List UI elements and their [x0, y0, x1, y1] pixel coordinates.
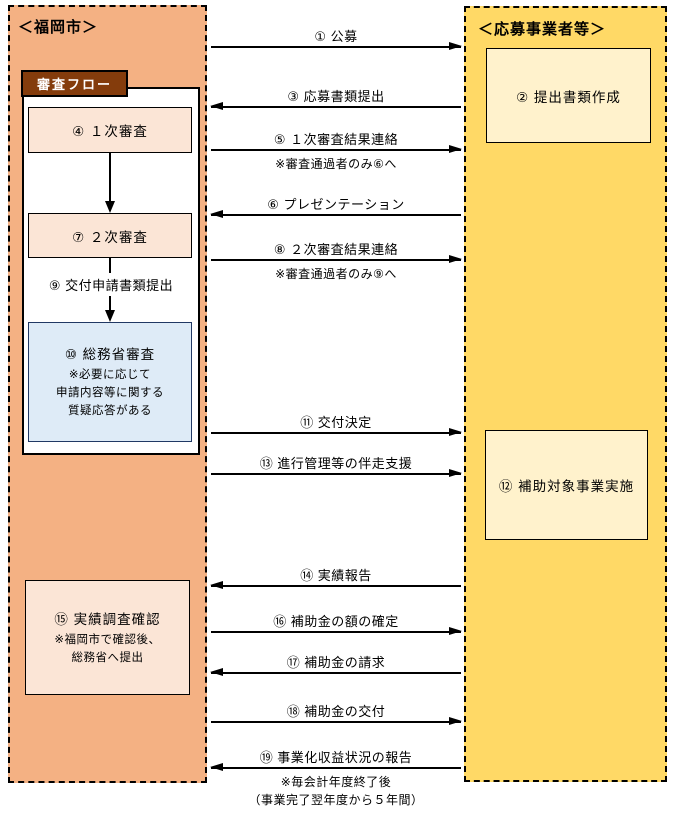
arrow-08-second-review-result: ⑧ ２次審査結果連絡 ※審査通過者のみ⑨へ [211, 239, 462, 282]
box-second-review: ⑦ ２次審査 [28, 213, 192, 258]
fukuoka-city-header: ＜福岡市＞ [18, 19, 99, 36]
arrow-down-head [105, 310, 115, 322]
arrow-note: （事業完了翌年度から５年間） [248, 793, 424, 807]
note-line: 質疑応答がある [68, 404, 152, 417]
arrow-left-head [210, 581, 223, 590]
note-line: ※福岡市で確認後、 [54, 633, 161, 646]
arrow-left-head [210, 210, 223, 219]
arrow-line [211, 145, 462, 154]
arrow-06-presentation: ⑥ プレゼンテーション [210, 194, 461, 219]
arrow-label: ③ 応募書類提出 [287, 89, 385, 104]
box-ministry-review-label: ⑩ 総務省審査 [64, 347, 156, 363]
arrow-note: ※毎会計年度終了後 [280, 775, 392, 789]
arrow-left-head [210, 668, 223, 677]
arrow-label: ⑪ 交付決定 [300, 415, 372, 430]
arrow-note: ※審査通過者のみ⑥へ [275, 157, 397, 171]
arrow-11-grant-decision: ⑪ 交付決定 [211, 412, 462, 437]
arrow-17-subsidy-claim: ⑰ 補助金の請求 [210, 652, 461, 677]
arrow-line [211, 428, 462, 437]
arrow-label: ⑥ プレゼンテーション [267, 197, 405, 212]
arrow-label: ⑯ 補助金の額の確定 [273, 614, 399, 629]
arrow-right-head [449, 627, 462, 636]
arrow-left-head [210, 763, 223, 772]
box-result-check-label: ⑮ 実績調査確認 [54, 611, 161, 627]
box-result-check: ⑮ 実績調査確認 ※福岡市で確認後、 総務省へ提出 [25, 580, 190, 695]
arrow-label: ⑭ 実績報告 [300, 568, 372, 583]
note-line: 総務省へ提出 [71, 651, 144, 664]
arrow-03-submit-docs: ③ 応募書類提出 [210, 86, 461, 111]
arrow-13-progress-support: ⑬ 進行管理等の伴走支援 [211, 453, 462, 478]
arrow-note: ※審査通過者のみ⑨へ [275, 267, 397, 281]
arrow-first-to-second-review [105, 153, 115, 213]
arrow-01-public-offering: ① 公募 [211, 26, 462, 51]
arrow-right-head [449, 428, 462, 437]
box-project-exec: ⑫ 補助対象事業実施 [485, 430, 648, 540]
arrow-line [211, 255, 462, 264]
arrow-label: ⑬ 進行管理等の伴走支援 [259, 456, 413, 471]
arrow-right-head [449, 469, 462, 478]
review-flow-tab: 審査フロー [21, 70, 128, 97]
box-ministry-review-note: ※必要に応じて 申請内容等に関する 質疑応答がある [56, 367, 164, 420]
box-result-check-note: ※福岡市で確認後、 総務省へ提出 [54, 632, 160, 668]
box-first-review: ④ １次審査 [28, 107, 192, 153]
arrow-line [210, 210, 461, 219]
arrow-left-head [210, 102, 223, 111]
arrow-label: ⑰ 補助金の請求 [286, 655, 386, 670]
arrow-down-head [105, 201, 115, 213]
arrow-label: ⑤ １次審査結果連絡 [273, 132, 399, 147]
arrow-line [210, 668, 461, 677]
box-first-review-label: ④ １次審査 [72, 124, 148, 139]
arrow-18-subsidy-payment: ⑱ 補助金の交付 [211, 701, 462, 726]
arrow-label: ① 公募 [314, 29, 358, 44]
arrow-14-results-report: ⑭ 実績報告 [210, 565, 461, 590]
arrow-line [211, 42, 462, 51]
arrow-right-head [449, 145, 462, 154]
arrow-line [210, 581, 461, 590]
arrow-line [211, 627, 462, 636]
review-flow-tab-label: 審査フロー [36, 77, 112, 92]
arrow-label: ⑧ ２次審査結果連絡 [273, 242, 399, 257]
box-prepare-docs-label: ② 提出書類作成 [516, 89, 621, 105]
arrow-line [210, 763, 461, 772]
box-second-review-label: ⑦ ２次審査 [72, 229, 148, 245]
note-line: 申請内容等に関する [56, 387, 164, 400]
arrow-label: ⑱ 補助金の交付 [286, 704, 386, 719]
note-line: ※必要に応じて [68, 369, 152, 382]
arrow-line [211, 469, 462, 478]
arrow-label: ⑲ 事業化収益状況の報告 [259, 750, 413, 765]
step9-grant-application-label: ⑨ 交付申請書類提出 [30, 273, 192, 296]
arrow-right-head [449, 255, 462, 264]
arrow-19-revenue-report: ⑲ 事業化収益状況の報告 ※毎会計年度終了後 （事業完了翌年度から５年間） [210, 747, 461, 808]
arrow-line [210, 102, 461, 111]
arrow-05-first-review-result: ⑤ １次審査結果連絡 ※審査通過者のみ⑥へ [211, 129, 462, 172]
box-prepare-docs: ② 提出書類作成 [486, 48, 651, 143]
arrow-right-head [449, 717, 462, 726]
box-project-exec-label: ⑫ 補助対象事業実施 [498, 479, 635, 494]
box-ministry-review: ⑩ 総務省審査 ※必要に応じて 申請内容等に関する 質疑応答がある [28, 322, 192, 442]
applicant-header: ＜応募事業者等＞ [478, 21, 607, 38]
arrow-16-subsidy-amount: ⑯ 補助金の額の確定 [211, 611, 462, 636]
arrow-right-head [449, 42, 462, 51]
arrow-line [211, 717, 462, 726]
